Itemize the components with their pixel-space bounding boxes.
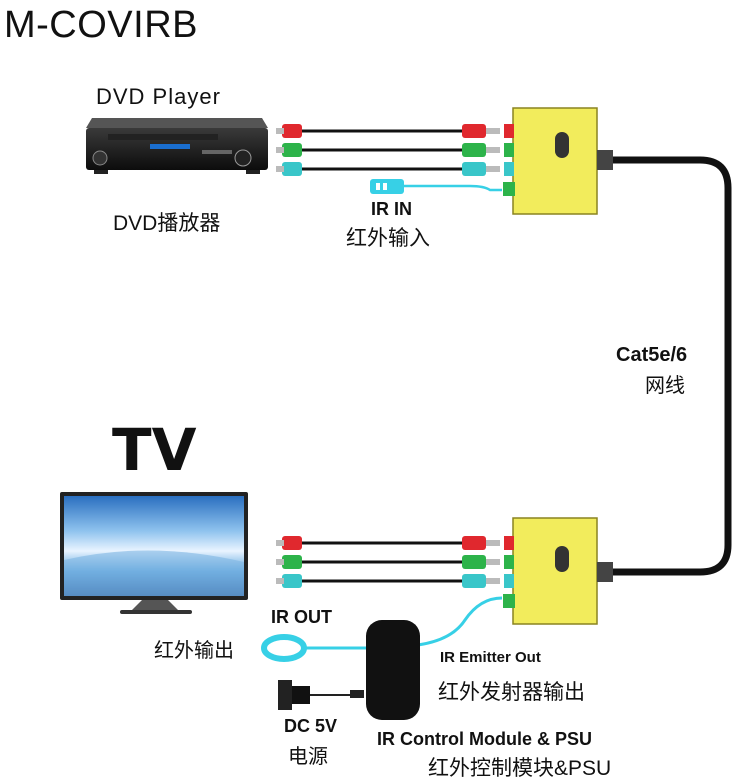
rca-plug-red-balun <box>462 536 500 550</box>
rca-plug-green-tv <box>276 555 302 569</box>
rca-plug-red-tv <box>276 536 302 550</box>
rca-plug-cyan-right <box>462 162 500 176</box>
power-label-cn: 电源 <box>288 746 328 768</box>
ir-out-label: IR OUT <box>271 607 332 627</box>
rca-plug-cyan-left <box>276 162 302 176</box>
rca-plug-red-left <box>276 124 302 138</box>
rca-plug-green-left <box>276 143 302 157</box>
module-label-cn: 红外控制模块&PSU <box>428 757 612 780</box>
tv-icon <box>60 492 248 614</box>
page-title: M-COVIRB <box>4 4 198 46</box>
ir-emitter-cable <box>417 596 503 647</box>
bottom-component-cables <box>276 536 500 588</box>
top-balun-device <box>503 107 613 215</box>
ir-in-label: IR IN <box>371 199 413 219</box>
ir-control-module-icon <box>366 620 420 720</box>
rca-plug-green-balun <box>462 555 500 569</box>
dvd-player-label-cn: DVD播放器 <box>113 212 221 235</box>
ir-emitter-label-cn: 红外发射器输出 <box>438 681 585 704</box>
cable-label: Cat5e/6 <box>616 344 688 366</box>
bottom-balun-device <box>503 517 613 625</box>
tv-label: TV <box>112 416 197 484</box>
power-label: DC 5V <box>284 716 338 736</box>
dvd-player-label: DVD Player <box>96 84 221 109</box>
ir-receiver-icon <box>370 179 502 194</box>
cable-label-cn: 网线 <box>645 375 685 397</box>
rca-plug-red-right <box>462 124 500 138</box>
top-component-cables <box>276 124 500 176</box>
rca-plug-cyan-balun <box>462 574 500 588</box>
ir-out-label-cn: 红外输出 <box>154 640 234 662</box>
ir-emitter-label: IR Emitter Out <box>440 649 541 666</box>
module-label: IR Control Module & PSU <box>377 729 592 749</box>
power-adapter-icon <box>278 680 364 710</box>
dvd-player-icon <box>86 118 268 174</box>
network-cable <box>608 156 732 576</box>
rca-plug-cyan-tv <box>276 574 302 588</box>
rca-plug-green-right <box>462 143 500 157</box>
ir-in-label-cn: 红外输入 <box>346 227 430 250</box>
ir-emitter-icon <box>261 634 366 662</box>
